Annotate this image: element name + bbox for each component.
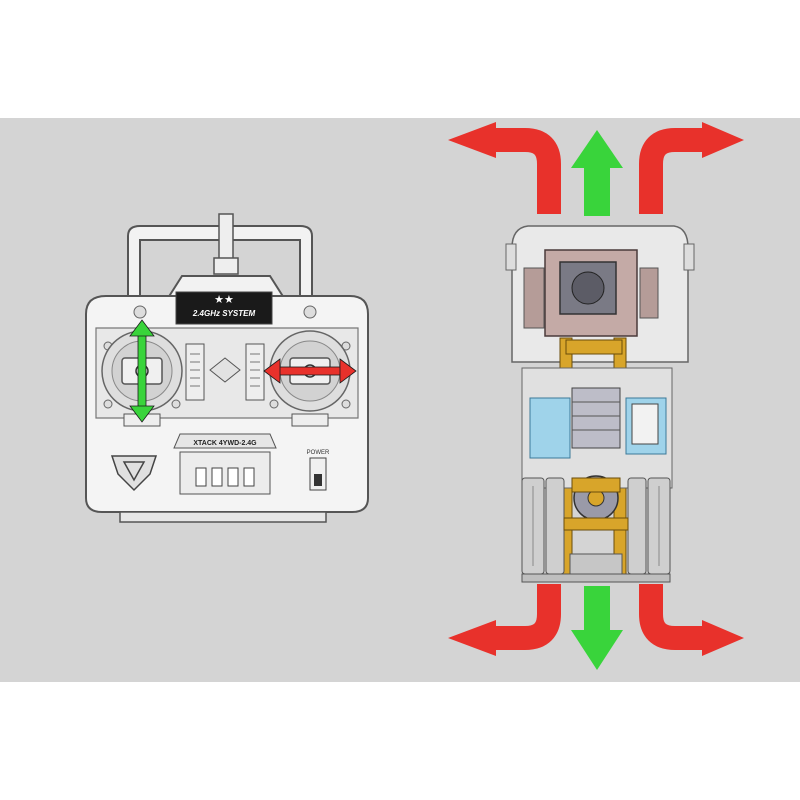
truck-arrows [448, 122, 744, 670]
brand-logo: ★★ [214, 294, 234, 306]
diagram-canvas: ★★ 2.4GHz SYSTEM [85, 122, 744, 670]
antenna [218, 213, 234, 265]
vertical-double-arrow-icon [129, 319, 155, 423]
turn-arrow-icon [448, 122, 561, 214]
right-center-trim[interactable] [245, 343, 265, 401]
channel-switch-3[interactable] [227, 467, 239, 487]
turn-arrow-icon [639, 584, 744, 656]
left-center-trim[interactable] [185, 343, 205, 401]
power-label: POWER [307, 450, 330, 456]
horizontal-double-arrow-icon [263, 358, 357, 384]
transmitter-emblem [110, 455, 158, 492]
transmitter: ★★ 2.4GHz SYSTEM [85, 213, 369, 523]
rear-wheel-right-inner [627, 477, 647, 575]
truck-chassis [505, 225, 695, 583]
battery-tray-left [529, 397, 571, 459]
channel-switch-1[interactable] [195, 467, 207, 487]
channel-switch-4[interactable] [243, 467, 255, 487]
model-label: XTACK 4YWD-2.4G [193, 440, 257, 447]
channel-switch-2[interactable] [211, 467, 223, 487]
rear-wheel-left-inner [545, 477, 565, 575]
forward-arrow-icon [571, 130, 623, 216]
diagram-panel: ★★ 2.4GHz SYSTEM [0, 118, 800, 682]
system-label: 2.4GHz SYSTEM [192, 309, 256, 318]
backward-arrow-icon [571, 586, 623, 670]
turn-arrow-icon [448, 584, 561, 656]
right-bottom-trim[interactable] [291, 413, 329, 427]
turn-arrow-icon [639, 122, 744, 214]
